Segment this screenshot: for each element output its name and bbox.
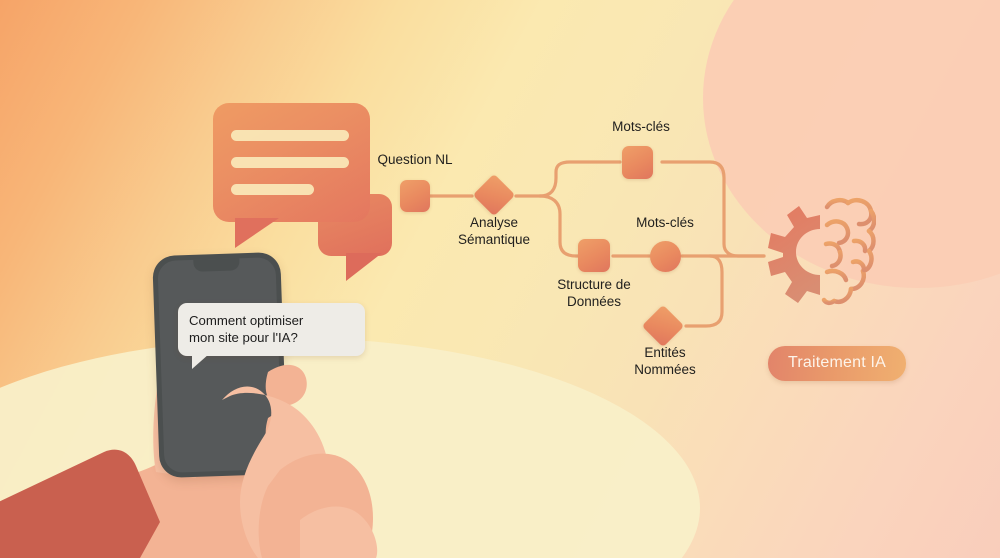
chat-bubble-line-2 bbox=[231, 157, 349, 168]
speech-bubble: Comment optimiser mon site pour l'IA? bbox=[178, 303, 365, 369]
chat-bubble-line-1 bbox=[231, 130, 349, 141]
flow-label-structure: Structure de Données bbox=[557, 277, 631, 309]
flow-label-entities: Entités Nommées bbox=[634, 345, 696, 377]
flow-label-keywords-top: Mots-clés bbox=[612, 119, 670, 134]
connector-rail-entities bbox=[684, 254, 724, 328]
flow-label-question: Question NL bbox=[377, 152, 453, 167]
flow-shape-structure[interactable] bbox=[578, 239, 610, 272]
gear-brain-icon bbox=[768, 197, 876, 307]
flow-shape-question[interactable] bbox=[400, 180, 430, 212]
brain-half bbox=[821, 197, 876, 307]
connector-keywords1-right bbox=[660, 160, 766, 258]
chat-bubble-small-tail bbox=[346, 253, 382, 281]
flow-label-analyse: Analyse Sémantique bbox=[457, 215, 531, 247]
flow-shape-keywords-mid[interactable] bbox=[650, 241, 681, 272]
chat-bubble-line-3 bbox=[231, 184, 314, 195]
connector-split-up bbox=[538, 160, 622, 198]
speech-bubble-tail bbox=[192, 354, 209, 369]
chat-bubble-large bbox=[213, 103, 370, 248]
ai-processing-badge-label: Traitement IA bbox=[788, 354, 887, 371]
speech-bubble-text: Comment optimiser mon site pour l'IA? bbox=[189, 313, 304, 345]
chat-bubble-large-tail bbox=[235, 218, 279, 248]
connector-split-down bbox=[538, 194, 580, 258]
flow-label-keywords-mid: Mots-clés bbox=[636, 215, 694, 230]
ai-processing-badge[interactable]: Traitement IA bbox=[768, 346, 907, 381]
gear-half bbox=[768, 198, 820, 306]
right-hand-fingers bbox=[300, 506, 378, 558]
flow-shape-keywords-top[interactable] bbox=[622, 146, 653, 179]
left-sleeve bbox=[0, 449, 160, 558]
